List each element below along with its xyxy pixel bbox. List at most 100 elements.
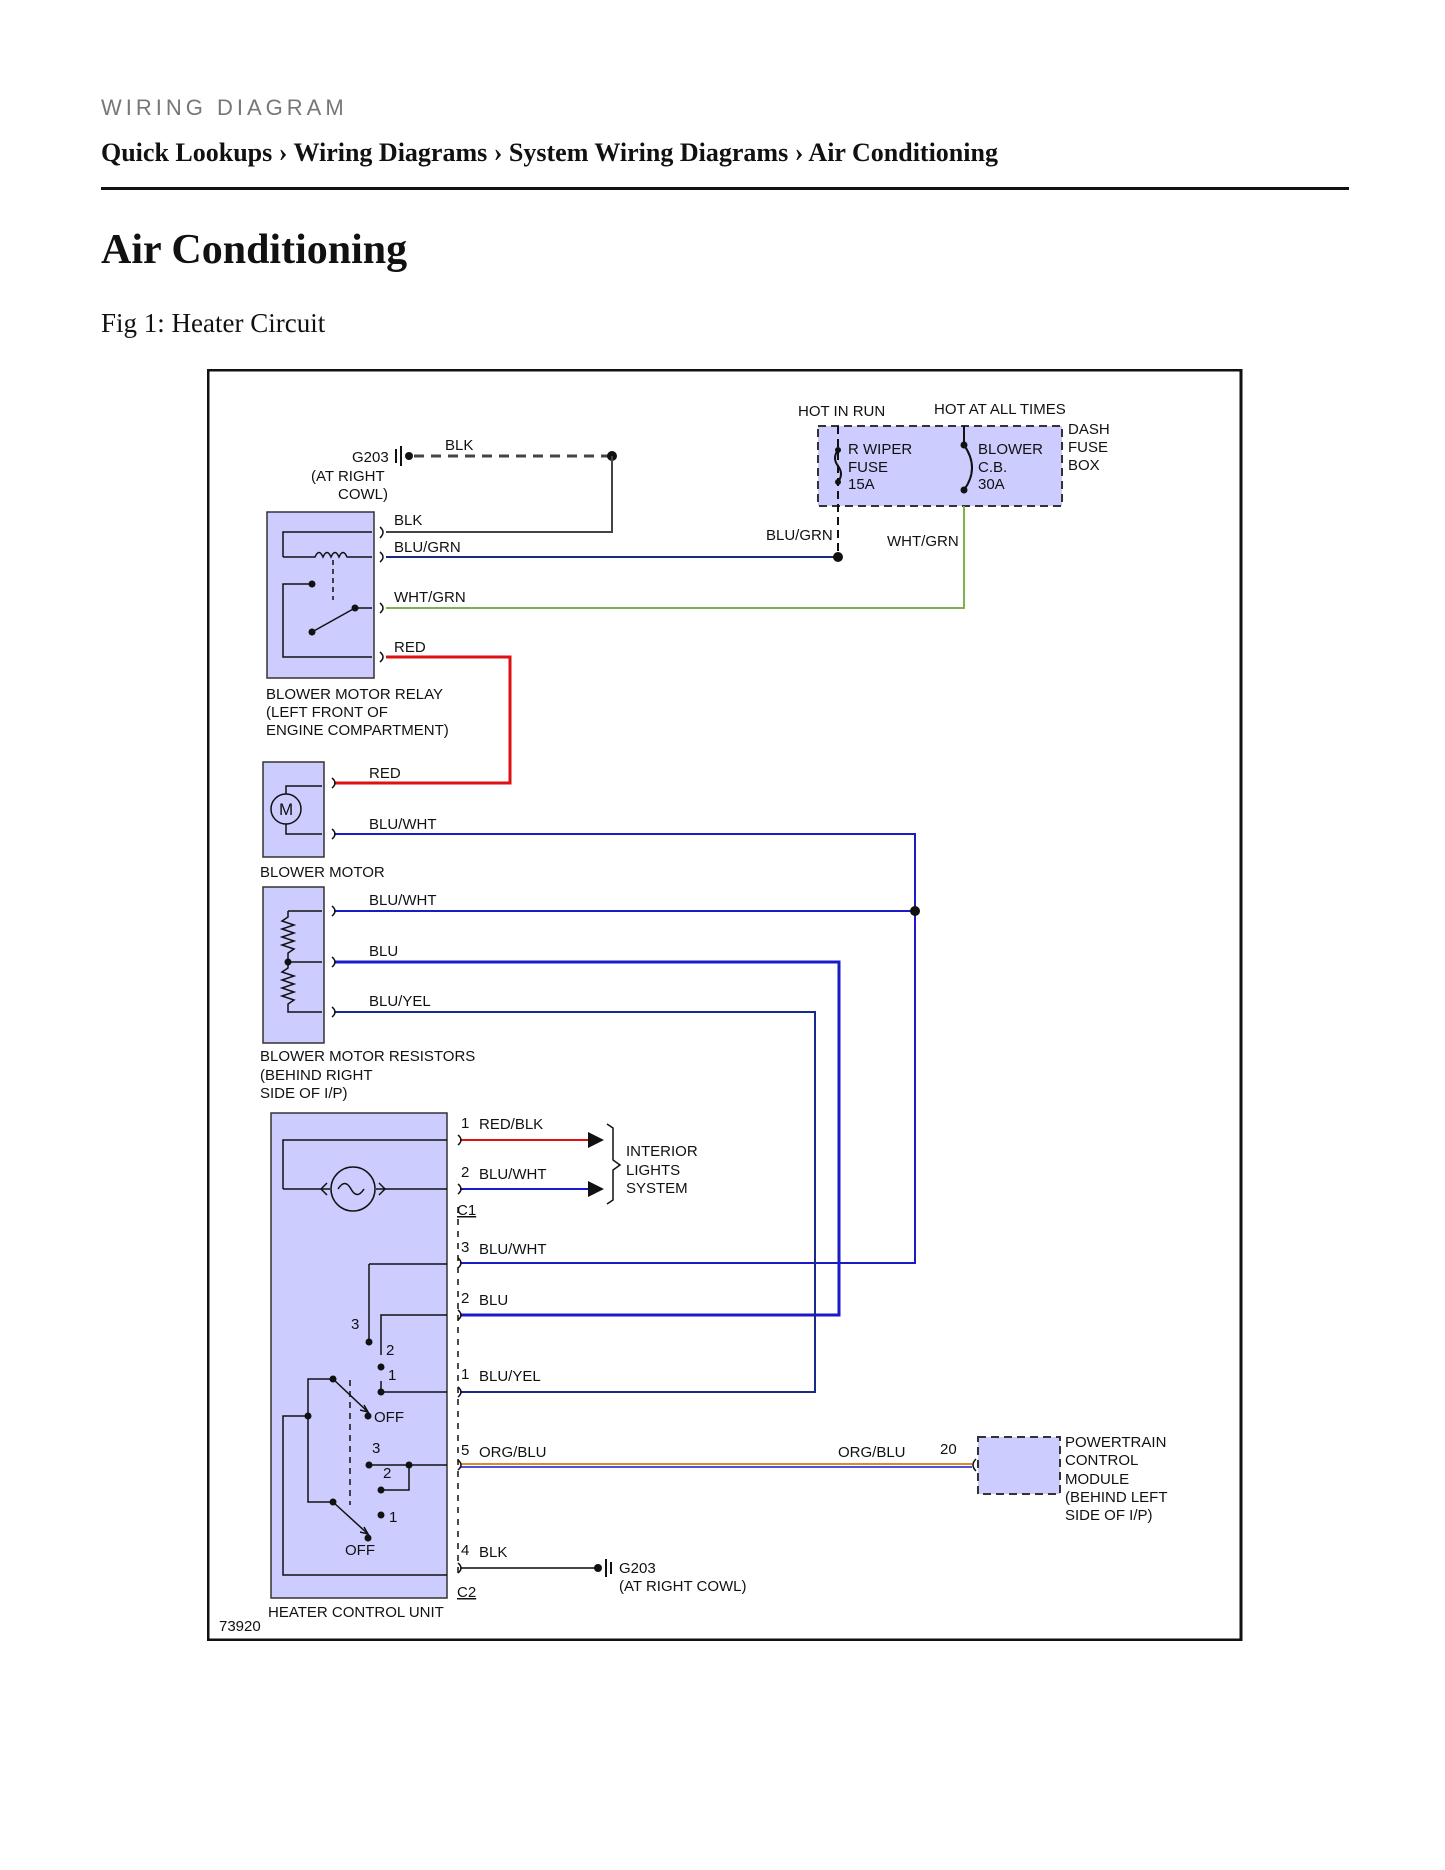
label-g203-bottom-location: (AT RIGHT COWL) bbox=[619, 1578, 747, 1595]
breadcrumb-item-system-wiring-diagrams[interactable]: System Wiring Diagrams bbox=[508, 138, 789, 167]
label-hot-at-all-times: HOT AT ALL TIMES bbox=[934, 401, 1066, 418]
wire-red bbox=[334, 655, 512, 785]
label-interior-lights: SYSTEM bbox=[626, 1180, 688, 1197]
wire-label-wht-grn: WHT/GRN bbox=[394, 589, 466, 606]
label-fuse-box-name: BOX bbox=[1068, 457, 1100, 474]
ground-g203-bottom: G203 (AT RIGHT COWL) bbox=[594, 1559, 747, 1595]
breadcrumb: Quick Lookups › Wiring Diagrams › System… bbox=[101, 138, 998, 168]
wire-blu-wht bbox=[334, 833, 916, 1264]
label-breaker: BLOWER bbox=[978, 441, 1043, 458]
label-interior-lights: LIGHTS bbox=[626, 1162, 680, 1179]
breadcrumb-item-air-conditioning[interactable]: Air Conditioning bbox=[808, 138, 998, 167]
wire-label-blu-wht: BLU/WHT bbox=[369, 892, 437, 909]
label-pcm-name: (BEHIND LEFT bbox=[1065, 1489, 1168, 1506]
blower-motor-relay: BLOWER MOTOR RELAY (LEFT FRONT OF ENGINE… bbox=[266, 511, 449, 739]
section-kicker: WIRING DIAGRAM bbox=[101, 95, 348, 120]
wire-label-wht-grn: WHT/GRN bbox=[887, 533, 959, 550]
wire-label-blu-wht: BLU/WHT bbox=[369, 816, 437, 833]
switch-position-2: 2 bbox=[383, 1465, 391, 1482]
wire-label-red: RED bbox=[394, 639, 426, 656]
label-pcm-name: POWERTRAIN bbox=[1065, 1434, 1166, 1451]
label-heater-control-unit: HEATER CONTROL UNIT bbox=[268, 1604, 444, 1621]
wire-label-blk: BLK bbox=[479, 1544, 507, 1561]
figure-caption: Fig 1: Heater Circuit bbox=[101, 308, 326, 338]
breadcrumb-separator: › bbox=[272, 138, 294, 167]
ground-g203-top: G203 (AT RIGHT COWL) bbox=[311, 446, 413, 503]
switch-position-3: 3 bbox=[351, 1316, 359, 1333]
switch-position-1: 1 bbox=[389, 1509, 397, 1526]
label-g203-bottom: G203 bbox=[619, 1560, 656, 1577]
label-pcm-name: SIDE OF I/P) bbox=[1065, 1507, 1153, 1524]
pin-number: 3 bbox=[461, 1239, 469, 1256]
wire-wht-grn bbox=[386, 506, 965, 609]
label-blower-motor: BLOWER MOTOR bbox=[260, 864, 385, 881]
wire-blu-yel bbox=[334, 1011, 816, 1393]
label-relay-name: (LEFT FRONT OF bbox=[266, 704, 388, 721]
wire-label-blk: BLK bbox=[445, 437, 473, 454]
label-resistors-name: (BEHIND RIGHT bbox=[260, 1067, 373, 1084]
wire-label-blu-wht: BLU/WHT bbox=[479, 1241, 547, 1258]
powertrain-control-module: 20 POWERTRAIN CONTROL MODULE (BEHIND LEF… bbox=[940, 1434, 1168, 1524]
resistor-symbol bbox=[279, 962, 322, 1013]
label-hot-in-run: HOT IN RUN bbox=[798, 403, 885, 420]
wire-label-blu-grn: BLU/GRN bbox=[394, 539, 461, 556]
switch-position-2: 2 bbox=[386, 1342, 394, 1359]
connector-c1: C1 bbox=[457, 1202, 476, 1219]
label-g203-top-location: COWL) bbox=[338, 486, 388, 503]
figure-number: 73920 bbox=[219, 1618, 261, 1635]
label-resistors-name: BLOWER MOTOR RESISTORS bbox=[260, 1048, 475, 1065]
label-fuse: 15A bbox=[848, 476, 875, 493]
connector-terminals bbox=[331, 526, 977, 1575]
arrow-icon bbox=[588, 1132, 604, 1148]
label-g203-top-location: (AT RIGHT bbox=[311, 468, 385, 485]
label-fuse: R WIPER bbox=[848, 441, 912, 458]
wire-label-red-blk: RED/BLK bbox=[479, 1116, 543, 1133]
wire-blu bbox=[334, 960, 841, 1317]
pin-number: 2 bbox=[461, 1164, 469, 1181]
wire-labels: BLK BLK BLU/GRN BLU/GRN WHT/GRN WHT/GRN … bbox=[369, 437, 959, 1561]
pin-labels: 1 2 3 2 1 5 4 C1 C2 bbox=[457, 1115, 476, 1601]
lamp-symbol bbox=[330, 1166, 376, 1212]
switch-position-off: OFF bbox=[345, 1542, 375, 1559]
wire-label-org-blu: ORG/BLU bbox=[479, 1444, 547, 1461]
wire-blk bbox=[386, 456, 613, 533]
interior-lights-system: INTERIOR LIGHTS SYSTEM bbox=[626, 1143, 698, 1197]
label-breaker: C.B. bbox=[978, 459, 1007, 476]
label-fuse: FUSE bbox=[848, 459, 888, 476]
connector-c2: C2 bbox=[457, 1584, 476, 1601]
relay-switch-arm bbox=[311, 607, 356, 633]
pin-number: 1 bbox=[461, 1115, 469, 1132]
label-interior-lights: INTERIOR bbox=[626, 1143, 698, 1160]
wire-label-red: RED bbox=[369, 765, 401, 782]
pin-number: 2 bbox=[461, 1290, 469, 1307]
pin-number: 1 bbox=[461, 1366, 469, 1383]
fuse-symbol bbox=[834, 449, 842, 483]
label-relay-name: ENGINE COMPARTMENT) bbox=[266, 722, 449, 739]
resistor-symbol bbox=[279, 910, 322, 962]
arrow-icon bbox=[588, 1181, 604, 1197]
breadcrumb-separator: › bbox=[487, 138, 509, 167]
switch-position-off: OFF bbox=[374, 1409, 404, 1426]
wire-label-blu: BLU bbox=[479, 1292, 508, 1309]
blower-motor: M BLOWER MOTOR bbox=[260, 761, 385, 881]
wire-label-blk: BLK bbox=[394, 512, 422, 529]
wires bbox=[334, 451, 972, 1569]
pin-number: 5 bbox=[461, 1442, 469, 1459]
heater-control-unit: 3 2 1 OFF 3 2 1 OFF HEATER CONTROL UNIT bbox=[268, 1112, 448, 1621]
breadcrumb-item-quick-lookups[interactable]: Quick Lookups bbox=[101, 138, 273, 167]
wiring-diagram: HOT IN RUN HOT AT ALL TIMES DASH FUSE BO… bbox=[207, 369, 1243, 1641]
label-fuse-box-name: FUSE bbox=[1068, 439, 1108, 456]
label-pcm-pin: 20 bbox=[940, 1441, 957, 1458]
label-relay-name: BLOWER MOTOR RELAY bbox=[266, 686, 443, 703]
switch-position-3: 3 bbox=[372, 1440, 380, 1457]
wire-label-blu-yel: BLU/YEL bbox=[479, 1368, 541, 1385]
label-resistors-name: SIDE OF I/P) bbox=[260, 1085, 348, 1102]
label-pcm-name: CONTROL bbox=[1065, 1452, 1138, 1469]
pin-number: 4 bbox=[461, 1542, 469, 1559]
page-title: Air Conditioning bbox=[101, 227, 408, 273]
wire-label-blu: BLU bbox=[369, 943, 398, 960]
header-rule bbox=[101, 187, 1349, 190]
label-breaker: 30A bbox=[978, 476, 1005, 493]
breadcrumb-item-wiring-diagrams[interactable]: Wiring Diagrams bbox=[293, 138, 488, 167]
circuit-breaker-symbol bbox=[963, 444, 973, 491]
